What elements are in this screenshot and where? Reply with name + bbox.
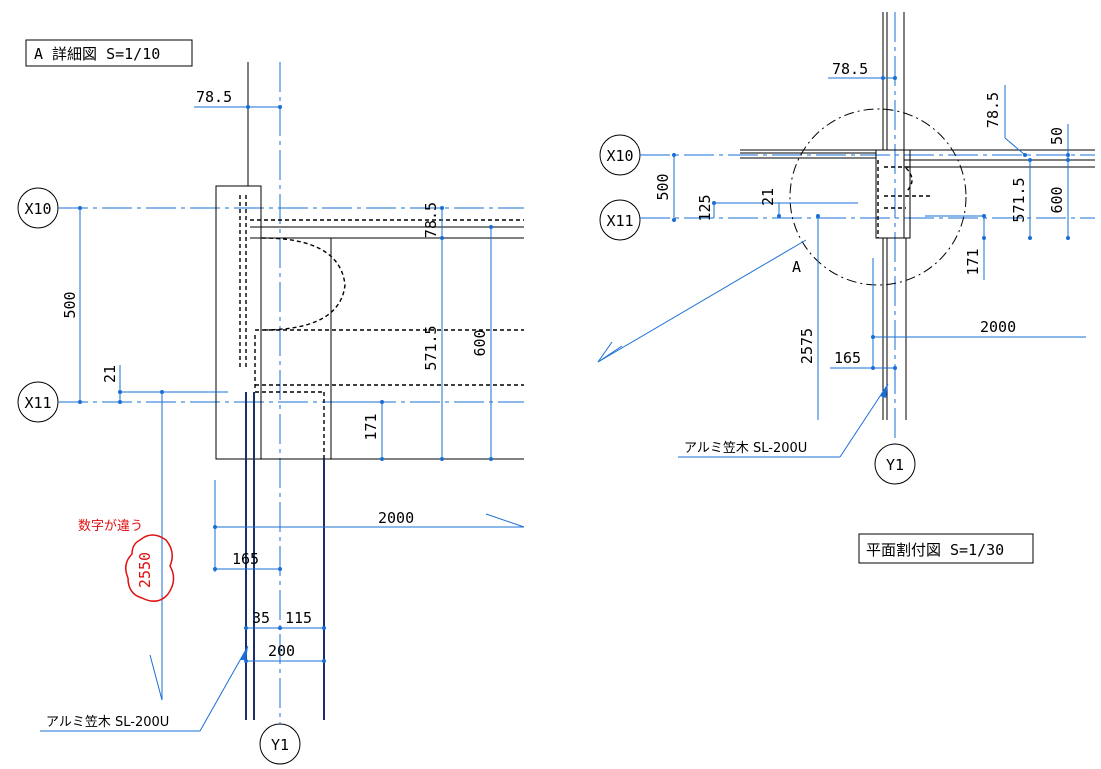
dim-571-5: 571.5 xyxy=(422,325,440,370)
plan-view: 平面割付図 S=1/30 X10 X11 Y1 xyxy=(597,12,1095,564)
plan-grid-bubble-y1: Y1 xyxy=(874,443,916,485)
plan-grid-label-x10: X10 xyxy=(606,147,633,165)
plan-dim-171: 171 xyxy=(964,248,982,275)
coping-edges xyxy=(245,392,325,720)
grid-label-x10: X10 xyxy=(24,200,51,218)
dim-78-5-top: 78.5 xyxy=(196,88,232,106)
plan-dim-50: 50 xyxy=(1048,127,1066,145)
detail-coping-label: アルミ笠木 SL-200U xyxy=(46,715,169,730)
detail-callout-circle xyxy=(789,108,967,286)
plan-dimensions xyxy=(672,76,1086,458)
plan-dim-21: 21 xyxy=(759,188,777,206)
plan-dim-125: 125 xyxy=(696,194,714,221)
plan-coping-label: アルミ笠木 SL-200U xyxy=(684,441,807,456)
dim-21: 21 xyxy=(101,365,119,383)
plan-title: 平面割付図 S=1/30 xyxy=(866,541,1004,559)
wall-structure xyxy=(215,62,524,460)
dim-171: 171 xyxy=(362,413,380,440)
dim-165: 165 xyxy=(232,550,259,568)
dim-600: 600 xyxy=(471,329,489,356)
dim-2000: 2000 xyxy=(378,509,414,527)
plan-grid-bubble-x10: X10 xyxy=(599,134,641,176)
dim-500: 500 xyxy=(61,291,79,318)
plan-dim-78-5-right: 78.5 xyxy=(984,92,1002,128)
plan-dim-500: 500 xyxy=(654,173,672,200)
detail-title: A 詳細図 S=1/10 xyxy=(34,45,160,63)
detail-title-box xyxy=(25,39,193,67)
plan-title-box xyxy=(858,533,1034,564)
plan-grid-label-x11: X11 xyxy=(606,212,633,230)
grid-label-y1: Y1 xyxy=(271,736,289,754)
plan-dim-78-5-top: 78.5 xyxy=(832,60,868,78)
grid-bubble-y1: Y1 xyxy=(259,723,301,765)
grid-bubble-x11: X11 xyxy=(17,381,59,423)
dim-35: 35 xyxy=(252,609,270,627)
plan-walls xyxy=(740,12,1095,420)
detail-dimensions xyxy=(40,105,525,732)
dim-200: 200 xyxy=(268,642,295,660)
grid-bubble-x10: X10 xyxy=(17,187,59,229)
plan-dim-165: 165 xyxy=(834,349,861,367)
plan-grid-bubble-x11: X11 xyxy=(599,199,641,241)
dim-115: 115 xyxy=(285,609,312,627)
plan-dim-2000: 2000 xyxy=(980,318,1016,336)
detail-marker-a: A xyxy=(792,258,801,276)
grid-label-x11: X11 xyxy=(24,394,51,412)
plan-grid-label-y1: Y1 xyxy=(886,456,904,474)
red-note: 数字が違う xyxy=(78,519,143,534)
section-arrow xyxy=(597,239,807,363)
plan-dim-2575: 2575 xyxy=(798,328,816,364)
revision-cloud: 2550 xyxy=(125,534,175,602)
plan-dim-571-5: 571.5 xyxy=(1010,177,1028,222)
cloud-value: 2550 xyxy=(136,552,154,588)
dim-78-5-right: 78.5 xyxy=(422,202,440,238)
plan-hidden-lines xyxy=(877,160,930,238)
plan-dim-600: 600 xyxy=(1048,186,1066,213)
detail-view: A 詳細図 S=1/10 X10 X11 Y1 xyxy=(17,39,525,765)
hidden-lines xyxy=(239,195,524,459)
